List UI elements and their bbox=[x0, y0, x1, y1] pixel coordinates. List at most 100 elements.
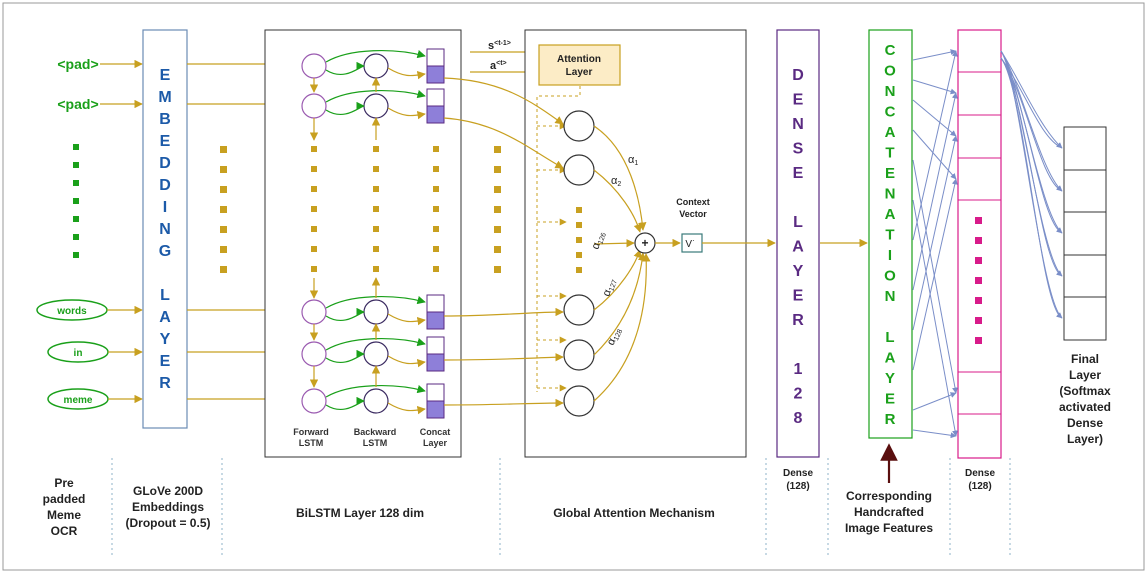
sum-symbol: + bbox=[641, 236, 648, 250]
concat-dense2-link bbox=[912, 429, 957, 439]
footer-pre-3: Meme bbox=[47, 508, 81, 522]
footer-glove: GLoVe 200D Embeddings (Dropout = 0.5) bbox=[125, 484, 210, 530]
word-token-meme: meme bbox=[64, 395, 93, 406]
backward-lstm-cell bbox=[363, 388, 389, 414]
input-tokens: <pad> <pad> words in meme bbox=[36, 56, 109, 410]
attention-layer-label-2: Layer bbox=[566, 67, 593, 78]
footer-attention: Global Attention Mechanism bbox=[553, 506, 715, 520]
attention-dots bbox=[576, 207, 582, 273]
bilstm-row bbox=[301, 383, 445, 419]
backward-lstm-cell bbox=[363, 93, 389, 119]
forward-lstm-cell bbox=[301, 299, 327, 325]
concat-dense2-link bbox=[912, 129, 957, 180]
embedding-letter: R bbox=[159, 375, 171, 392]
attention-layer-label-1: Attention bbox=[557, 54, 601, 65]
dense-letter: R bbox=[792, 312, 804, 329]
concat-letter: C bbox=[885, 104, 896, 121]
final-caption-2: Layer bbox=[1069, 368, 1101, 382]
dense-letter: A bbox=[792, 239, 804, 256]
concat-letter: Y bbox=[885, 370, 895, 387]
dense2-final-link bbox=[1000, 50, 1063, 319]
backward-to-concat-arrow bbox=[387, 107, 426, 120]
footer-pre-2: padded bbox=[43, 492, 86, 506]
concat-letter: R bbox=[885, 411, 896, 428]
backward-to-concat-arrow bbox=[387, 313, 426, 326]
image-features-label-2: Handcrafted bbox=[854, 505, 924, 519]
concat-cell-top bbox=[426, 48, 445, 67]
dense2-caption-2: (128) bbox=[968, 481, 991, 492]
dense-letter: D bbox=[792, 67, 804, 84]
forward-to-concat-arrow bbox=[325, 337, 426, 351]
dense2-final-link bbox=[1000, 50, 1063, 192]
bridge-dots bbox=[494, 146, 501, 273]
bilstm-row bbox=[301, 48, 445, 84]
embedding-letter: E bbox=[160, 353, 171, 370]
dense-letter: L bbox=[793, 214, 803, 231]
concat-dense2-link bbox=[912, 178, 958, 371]
concat-cell-bottom bbox=[426, 105, 445, 124]
concat-cell-bottom bbox=[426, 311, 445, 330]
final-caption-3: (Softmax bbox=[1059, 384, 1111, 398]
backward-lstm-label-2: LSTM bbox=[363, 438, 388, 448]
context-vector-label-2: Vector bbox=[679, 209, 707, 219]
dense-letter: 2 bbox=[794, 386, 803, 403]
concat-letter: A bbox=[885, 124, 896, 141]
concat-cell-top bbox=[426, 336, 445, 355]
footer-glove-1: GLoVe 200D bbox=[133, 484, 203, 498]
footer-bilstm: BiLSTM Layer 128 dim bbox=[296, 506, 424, 520]
word-token-words: words bbox=[56, 306, 87, 317]
forward-lstm-label-2: LSTM bbox=[299, 438, 324, 448]
input-dots bbox=[73, 144, 79, 258]
concat-layer-label-1: Concat bbox=[420, 427, 451, 437]
final-layer-caption: Final Layer (Softmax activated Dense Lay… bbox=[1059, 352, 1111, 446]
embedding-letter: L bbox=[160, 287, 170, 304]
concat-dense2-link bbox=[912, 99, 957, 137]
concat-cell-top bbox=[426, 383, 445, 402]
concat-letter: N bbox=[885, 288, 896, 305]
dense-letter: 1 bbox=[794, 361, 803, 378]
concat-letter: O bbox=[884, 268, 896, 285]
embedding-letter: A bbox=[159, 309, 171, 326]
dense-letter: E bbox=[793, 92, 804, 109]
alpha-126: α126 bbox=[590, 230, 608, 251]
dense2-layer bbox=[957, 29, 1002, 459]
dense-letter: E bbox=[793, 165, 804, 182]
forward-lstm-cell bbox=[301, 53, 327, 79]
dense2-final-link bbox=[1000, 57, 1063, 319]
embedding-letter: B bbox=[159, 111, 171, 128]
bilstm-row bbox=[301, 336, 445, 372]
dense2-final-link bbox=[1000, 50, 1063, 277]
concat-layer-label-2: Layer bbox=[423, 438, 448, 448]
embedding-dots bbox=[220, 146, 227, 273]
embedding-letter: D bbox=[159, 155, 171, 172]
concat-letter: A bbox=[885, 350, 896, 367]
concat-dense2-link bbox=[912, 79, 957, 95]
concat-dense2-link bbox=[912, 49, 957, 61]
dense-letter: N bbox=[792, 116, 804, 133]
footer-separators bbox=[111, 458, 1011, 555]
embedding-layer-box bbox=[142, 29, 188, 429]
dense2-caption-1: Dense bbox=[965, 468, 995, 479]
concat-dense2-link bbox=[912, 392, 957, 411]
concat-letter: A bbox=[885, 206, 896, 223]
forward-lstm-cell bbox=[301, 93, 327, 119]
embedding-letter: M bbox=[158, 89, 171, 106]
a-label: a<t> bbox=[490, 60, 507, 72]
concat-cell-bottom bbox=[426, 353, 445, 372]
final-layer-box bbox=[1063, 126, 1107, 341]
attention-layer-box bbox=[538, 44, 621, 86]
image-features-label-3: Image Features bbox=[845, 521, 933, 535]
footer-pre-4: OCR bbox=[51, 524, 78, 538]
alpha-128: α128 bbox=[605, 326, 624, 348]
backward-lstm-cell bbox=[363, 299, 389, 325]
dense-layer-box bbox=[776, 29, 820, 458]
footer-glove-3: (Dropout = 0.5) bbox=[125, 516, 210, 530]
footer-glove-2: Embeddings bbox=[132, 500, 204, 514]
final-caption-5: Dense bbox=[1067, 416, 1103, 430]
concat-letter: I bbox=[888, 247, 892, 264]
forward-to-backward-arrow bbox=[325, 61, 365, 76]
concat-dense2-link bbox=[912, 199, 958, 437]
concat-letter: T bbox=[885, 145, 894, 162]
